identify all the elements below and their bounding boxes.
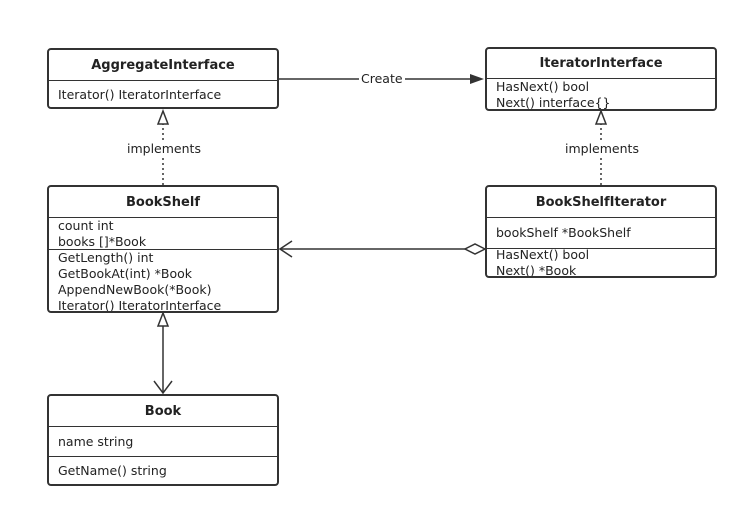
method: Iterator() IteratorInterface	[58, 87, 222, 102]
bookshelf-end-arrowhead	[156, 310, 170, 327]
method: GetName() string	[58, 462, 167, 478]
class-name: AggregateInterface	[49, 50, 277, 81]
method: Next() interface{}	[496, 95, 611, 110]
class-name: IteratorInterface	[487, 49, 715, 79]
implements-right-arrowhead	[594, 108, 608, 125]
class-book: Book name string GetName() string	[47, 394, 279, 486]
methods-section: Iterator() IteratorInterface	[49, 81, 277, 107]
create-label: Create	[359, 71, 405, 86]
fields-section: count int books []*Book	[49, 218, 277, 250]
method: GetLength() int	[58, 250, 154, 265]
class-name: Book	[49, 396, 277, 427]
fields-section: name string	[49, 427, 277, 457]
field: books []*Book	[58, 233, 147, 249]
create-arrowhead	[470, 74, 484, 84]
aggregation-diamond	[463, 243, 487, 255]
class-bookshelf: BookShelf count int books []*Book GetLen…	[47, 185, 279, 313]
methods-section: GetLength() int GetBookAt(int) *Book App…	[49, 250, 277, 313]
method: HasNext() bool	[496, 246, 590, 262]
field: count int	[58, 217, 114, 233]
implements-right-label: implements	[563, 141, 641, 156]
methods-section: HasNext() bool Next() interface{}	[487, 79, 715, 110]
implements-left-arrowhead	[156, 108, 170, 125]
methods-section: HasNext() bool Next() *Book	[487, 246, 715, 278]
class-bookshelf-iterator: BookShelfIterator bookShelf *BookShelf H…	[485, 185, 717, 278]
field: name string	[58, 433, 134, 449]
implements-left-label: implements	[125, 141, 203, 156]
book-end-arrowhead	[153, 380, 173, 395]
method: HasNext() bool	[496, 79, 590, 94]
method: AppendNewBook(*Book)	[58, 282, 212, 297]
field: bookShelf *BookShelf	[496, 225, 631, 240]
class-name: BookShelf	[49, 187, 277, 218]
class-iterator-interface: IteratorInterface HasNext() bool Next() …	[485, 47, 717, 111]
method: Next() *Book	[496, 262, 577, 278]
methods-section: GetName() string	[49, 457, 277, 484]
class-name: BookShelfIterator	[487, 187, 715, 218]
class-aggregate-interface: AggregateInterface Iterator() IteratorIn…	[47, 48, 279, 109]
aggregation-open-arrowhead	[278, 240, 293, 258]
method: Iterator() IteratorInterface	[58, 298, 222, 313]
method: GetBookAt(int) *Book	[58, 266, 193, 281]
fields-section: bookShelf *BookShelf	[487, 218, 715, 249]
